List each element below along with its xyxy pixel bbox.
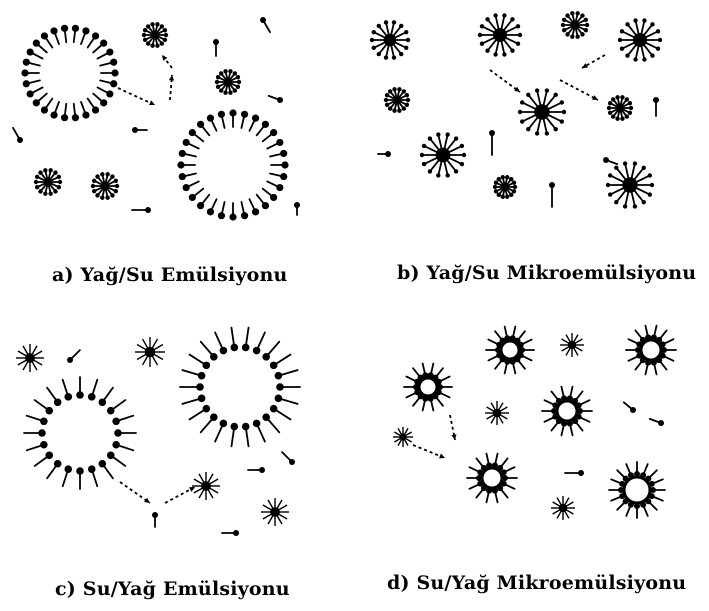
reverse-micelle — [560, 333, 584, 357]
micelle — [518, 88, 566, 135]
caption-panel-a: a) Yağ/Su Emülsiyonu — [52, 264, 288, 286]
surfactant-monomer — [152, 512, 158, 527]
surfactant-monomer — [269, 96, 283, 103]
reverse-micelle — [135, 337, 165, 367]
surfactant-monomer — [549, 182, 555, 207]
water-nanodroplet — [404, 364, 452, 411]
water-nanodroplet — [626, 326, 676, 375]
surfactant-monomer — [13, 128, 23, 143]
large-water-droplet — [24, 377, 136, 489]
exchange-arrow — [582, 55, 605, 68]
surfactant-monomer — [132, 127, 147, 133]
exchange-arrow — [165, 487, 195, 503]
reverse-micelle — [261, 498, 289, 526]
surfactant-monomer — [294, 202, 300, 215]
surfactant-monomer — [489, 130, 495, 155]
micelle — [420, 132, 466, 177]
micelle — [607, 95, 633, 121]
panel-b-oil-in-water-microemulsion — [370, 11, 662, 209]
water-nanodroplet — [467, 454, 517, 503]
micelle — [215, 69, 241, 95]
surfactant-monomer — [378, 151, 391, 157]
exchange-arrow — [120, 482, 150, 503]
reverse-micelle — [16, 344, 44, 372]
water-nanodroplet — [486, 327, 534, 374]
micelle — [606, 161, 654, 208]
large-oil-droplet — [21, 25, 118, 122]
reverse-micelle — [485, 401, 509, 425]
micelle — [142, 22, 168, 48]
micelle — [34, 168, 62, 196]
surfactant-monomer — [282, 452, 295, 465]
surfactant-monomer — [650, 419, 664, 426]
large-oil-droplet — [177, 109, 288, 220]
reverse-micelle — [192, 472, 220, 500]
water-nanodroplet — [609, 462, 665, 518]
exchange-arrow — [450, 415, 456, 440]
exchange-arrow — [169, 75, 174, 100]
surfactant-monomer — [653, 97, 659, 116]
caption-panel-c: c) Su/Yağ Emülsiyonu — [55, 578, 290, 600]
panel-c-water-in-oil-emulsion — [16, 328, 300, 536]
surfactant-monomer — [565, 470, 584, 476]
micelle — [618, 18, 662, 61]
panel-d-water-in-oil-microemulsion — [393, 326, 676, 520]
micelle — [493, 175, 517, 199]
micelle — [91, 172, 119, 200]
surfactant-monomer — [248, 467, 265, 473]
surfactant-monomer — [222, 530, 239, 536]
surfactant-monomer — [603, 157, 617, 164]
micelle — [561, 11, 589, 39]
reverse-micelle — [393, 427, 413, 447]
surfactant-monomer — [624, 402, 636, 413]
surfactant-monomer — [260, 17, 270, 32]
exchange-arrow — [490, 70, 520, 92]
surfactant-monomer — [132, 207, 151, 213]
water-nanodroplet — [542, 387, 592, 436]
micelle — [370, 20, 410, 59]
caption-panel-d: d) Su/Yağ Mikroemülsiyonu — [387, 572, 686, 594]
surfactant-monomer — [213, 39, 219, 56]
exchange-arrow — [413, 445, 445, 458]
panel-a-oil-in-water-emulsion — [13, 17, 300, 221]
surfactant-monomer — [67, 350, 80, 363]
exchange-arrow — [118, 88, 155, 105]
micelle — [478, 13, 522, 56]
caption-panel-b: b) Yağ/Su Mikroemülsiyonu — [397, 262, 696, 284]
micelle — [384, 87, 410, 113]
exchange-arrow — [560, 80, 598, 100]
reverse-micelle — [551, 496, 575, 520]
exchange-arrow — [162, 55, 172, 68]
large-water-droplet — [180, 328, 300, 447]
